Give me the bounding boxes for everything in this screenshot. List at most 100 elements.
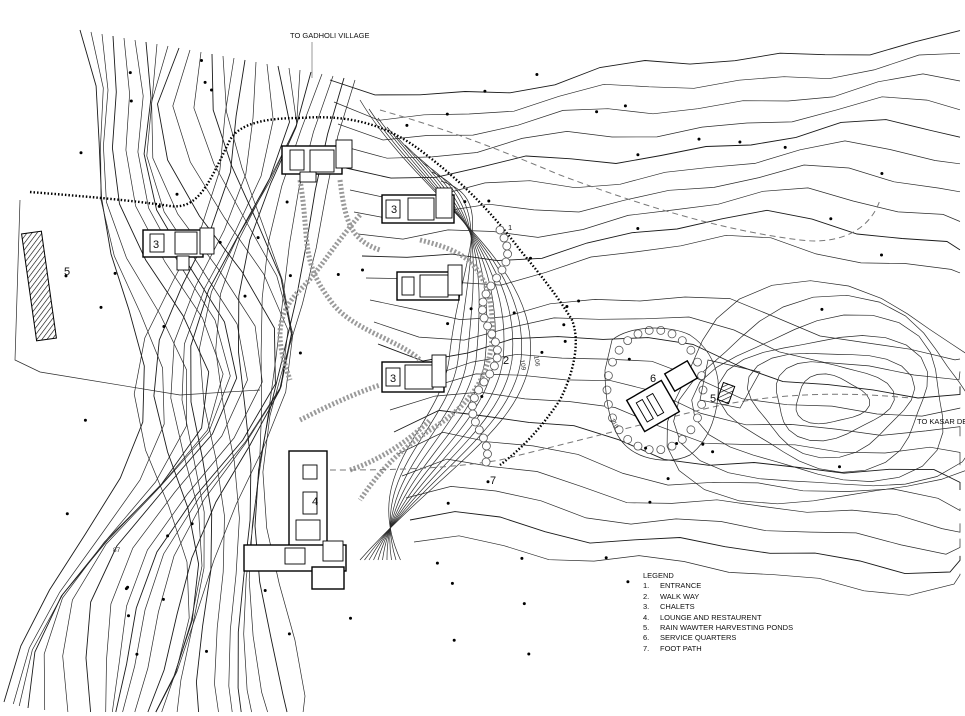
survey-point [405,123,409,127]
contour-line [397,431,961,512]
survey-point [285,200,289,204]
survey-point [65,512,69,516]
contour-line [85,41,238,713]
contour-line [386,153,480,561]
tree-icon [470,417,480,427]
tree-icon [474,385,484,395]
tree-icon [644,445,654,455]
survey-point [113,271,117,275]
legend-title: LEGEND [643,571,674,580]
survey-point [200,59,203,62]
contour-line [389,391,961,466]
chalet-c [381,354,447,393]
survey-point [166,534,170,538]
contour-line [388,180,473,561]
contour-line [369,296,961,361]
marker-pond-west: 5 [64,266,70,278]
tree-icon [604,399,613,409]
survey-point [127,614,130,618]
legend-text: CHALETS [660,602,695,612]
survey-point [128,71,132,75]
marker-chalet-c: 3 [390,373,396,385]
tree-icon [483,449,492,459]
tree-icon [502,241,512,251]
survey-point [565,305,569,308]
tree-icon [633,441,643,451]
tree-icon [608,413,617,423]
marker-lounge: 4 [312,496,318,508]
tree-icon [623,434,633,444]
survey-point [529,256,532,260]
tree-icon [677,434,687,444]
survey-point [450,581,454,585]
tree-icon [485,369,495,379]
contour-line [133,57,235,713]
survey-point [349,616,352,620]
tree-icon [479,313,489,323]
legend-num: 6. [643,633,650,643]
contour-line [134,51,293,713]
marker-chalet-west: 3 [153,239,159,251]
survey-point [711,450,715,454]
contour-line [795,373,870,425]
survey-point [540,350,544,354]
survey-point [361,268,364,272]
survey-point [483,89,487,93]
tree-icon [686,425,696,435]
survey-point [64,274,68,278]
marker-service-quarters: 6 [650,373,656,385]
contour-line [176,63,274,713]
survey-point [838,465,841,469]
legend-item: 1.ENTRANCE [643,581,793,591]
contour-line [161,61,257,713]
contour-line [341,96,961,159]
survey-point [243,294,247,298]
contour-line [349,140,961,201]
tree-icon [481,441,491,451]
legend-num: 7. [643,643,650,653]
contour-line [27,35,210,709]
marker-pond-east: 5 [710,393,716,405]
survey-point [135,652,139,656]
contour-line [377,336,961,399]
contour-line [333,52,961,121]
tree-icon [469,393,479,403]
legend-item: 7.FOOT PATH [643,644,793,654]
tree-icon [467,401,477,411]
tree-icon [479,377,489,387]
contour-line [413,535,961,596]
contour-line [365,234,961,286]
survey-point [469,307,473,311]
contour-line [18,33,187,707]
survey-point [636,227,640,230]
tree-icon [693,357,702,367]
contour-line [364,108,523,561]
tree-icon [492,273,502,283]
survey-point [648,500,652,504]
tree-icon [497,265,507,275]
contour-line [155,55,293,713]
survey-point [298,351,302,355]
tree-icon [667,329,677,339]
legend-num: 4. [643,612,650,622]
site-boundary [14,199,261,396]
survey-point [175,192,179,196]
survey-point [487,199,491,203]
survey-point [79,151,83,155]
survey-point [623,104,627,108]
chalet-a [381,187,455,224]
survey-point [463,200,467,204]
survey-point [520,556,524,560]
survey-point [563,339,567,343]
survey-point [527,652,531,656]
legend: LEGEND 1.ENTRANCE 2.WALK WAY 3.CHALETS 4… [643,571,793,654]
tree-icon [489,361,499,371]
marker-walkway: 2 [503,355,509,367]
survey-point [446,501,450,505]
contour-line [373,316,961,381]
tree-icon [667,441,677,451]
contour-line [353,164,961,221]
contour-line [401,458,961,533]
contour-line [115,47,276,713]
survey-point [83,418,87,422]
